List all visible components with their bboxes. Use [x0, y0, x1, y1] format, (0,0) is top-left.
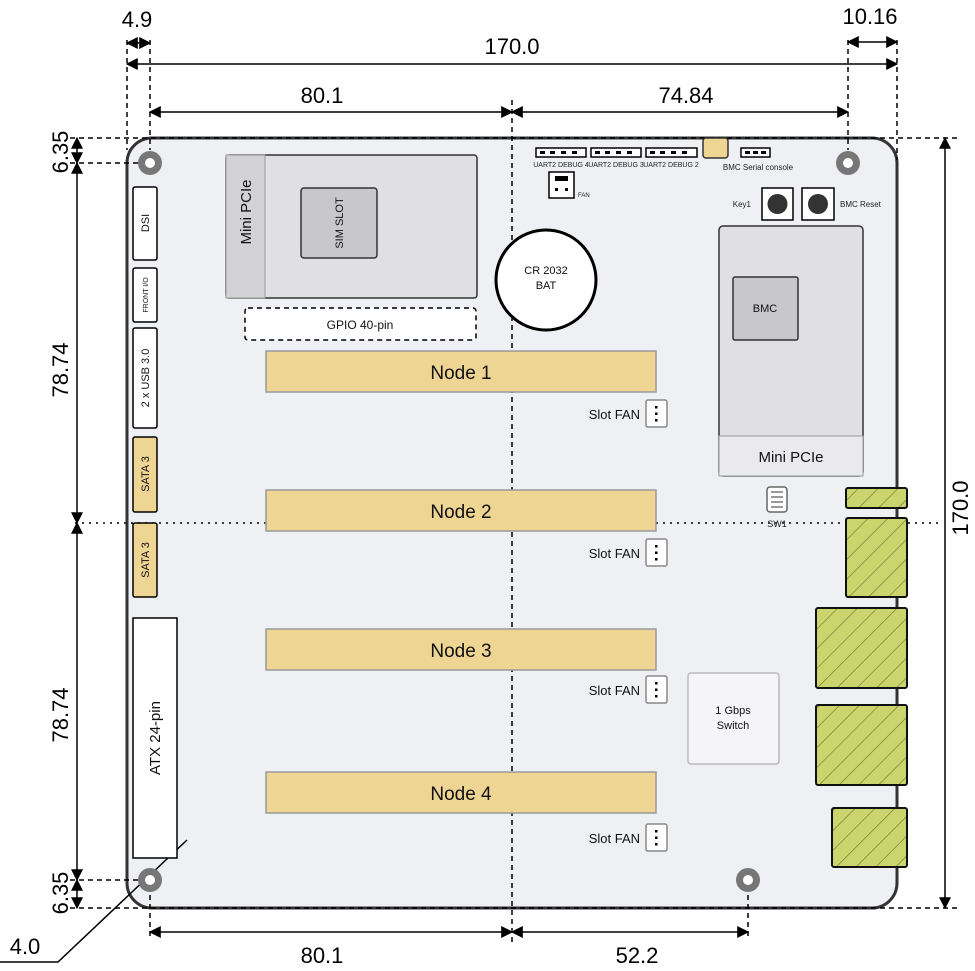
svg-text:SIM SLOT: SIM SLOT	[334, 197, 346, 249]
uart2-label: UART2 DEBUG 2	[643, 162, 699, 169]
gpio-label: GPIO 40-pin	[327, 318, 394, 332]
node-slot-4	[265, 771, 657, 814]
dim-bottom-right-span: 52.2	[616, 943, 659, 968]
node-slot-3	[265, 628, 657, 671]
slot-fan-label: Slot FAN	[589, 407, 640, 422]
fan-pin	[655, 406, 658, 409]
yellow-jumper	[702, 137, 729, 159]
atx-connector	[132, 617, 178, 859]
bmc-chip	[732, 276, 799, 341]
sata-connector-2	[132, 522, 158, 598]
ethernet-port-1	[815, 607, 908, 689]
sw1-switch[interactable]	[766, 486, 788, 513]
key1-label: Key1	[733, 200, 752, 209]
slot-fan-label: Slot FAN	[589, 831, 640, 846]
bmc-serial-label: BMC Serial console	[723, 163, 794, 172]
switch-label-1: 1 Gbps	[715, 705, 751, 717]
fan-pin	[655, 688, 658, 691]
fan-pin	[655, 836, 658, 839]
fan-pin	[555, 188, 558, 191]
node-slot-1	[265, 350, 657, 393]
dim-total-height: 170.0	[948, 480, 973, 535]
dimension-arrows	[71, 36, 951, 938]
key1-button-cap	[767, 194, 788, 214]
bmc-reset-button[interactable]	[801, 187, 835, 221]
fan-pin	[655, 419, 658, 422]
dim-left-top-offset: 6.35	[48, 131, 73, 174]
fan-pin	[655, 412, 658, 415]
uart4-label: UART2 DEBUG 4	[533, 162, 589, 169]
sim-slot	[300, 187, 378, 259]
fan-pin	[565, 188, 568, 191]
dim-top-right-span: 74.84	[658, 83, 713, 108]
front-io-label: FRONT I/O	[143, 277, 150, 313]
sata-label-1: SATA 3	[140, 456, 152, 492]
dim-hole-diameter: 4.0	[10, 934, 41, 959]
ethernet-port-2	[815, 704, 908, 786]
dsi-label: DSI	[140, 214, 152, 232]
battery	[494, 228, 598, 332]
mini-pcie-bmc	[718, 435, 864, 477]
fan-pin	[655, 558, 658, 561]
dim-top-right-offset: 10.16	[842, 4, 897, 29]
node-label: Node 1	[430, 363, 491, 384]
usb-connector	[132, 327, 158, 429]
fan-pin	[655, 551, 658, 554]
sata-connector-1	[132, 436, 158, 513]
node-label: Node 2	[430, 502, 491, 523]
fan-pin	[655, 682, 658, 685]
node-slot-2	[265, 489, 657, 532]
usb-label: 2 x USB 3.0	[140, 349, 152, 408]
mini-pcie-top: Mini PCIe SIM SLOT	[225, 154, 478, 299]
dim-top-left-span: 80.1	[301, 83, 344, 108]
network-switch	[687, 672, 780, 765]
dim-left-bottom-offset: 6.35	[48, 872, 73, 915]
dim-total-width: 170.0	[484, 34, 539, 59]
node-label: Node 4	[430, 784, 492, 805]
dim-left-lower-span: 78.74	[48, 687, 73, 742]
dim-top-left-offset: 4.9	[122, 7, 153, 32]
fan-label: FAN	[578, 193, 590, 199]
dim-left-upper-span: 78.74	[48, 342, 73, 397]
mini-pcie-bmc-label: Mini PCIe	[758, 449, 823, 466]
slot-fan-label: Slot FAN	[589, 546, 640, 561]
svg-text:Mini PCIe: Mini PCIe	[238, 179, 255, 244]
bmc-label: BMC	[753, 303, 778, 315]
bmc-reset-label: BMC Reset	[840, 200, 882, 209]
slot-fan-label: Slot FAN	[589, 683, 640, 698]
gpio-header	[244, 307, 477, 341]
fan-pin	[655, 695, 658, 698]
port-1	[845, 517, 908, 598]
dsi-connector	[132, 186, 158, 261]
fan-pin	[655, 830, 658, 833]
battery-label-1: CR 2032	[524, 265, 567, 277]
node-label: Node 3	[430, 641, 491, 662]
port-small	[845, 487, 908, 509]
fan-connector	[548, 171, 575, 199]
sw1-lines	[771, 491, 783, 508]
header-pins	[540, 151, 766, 154]
front-io-connector	[132, 267, 158, 323]
sw1-label: SW1	[767, 519, 787, 529]
port-bottom	[831, 807, 908, 868]
uart3-label: UART2 DEBUG 3	[588, 162, 644, 169]
atx-label: ATX 24-pin	[147, 701, 164, 775]
battery-label-2: BAT	[536, 280, 557, 292]
mounting-holes	[138, 151, 860, 892]
dim-bottom-left-span: 80.1	[301, 943, 344, 968]
fan-pin	[655, 545, 658, 548]
fan-pin	[655, 843, 658, 846]
bmc-reset-button-cap	[808, 194, 828, 214]
fan-connector-latch	[555, 176, 568, 181]
switch-label-2: Switch	[717, 720, 749, 732]
sata-label-2: SATA 3	[140, 542, 152, 578]
